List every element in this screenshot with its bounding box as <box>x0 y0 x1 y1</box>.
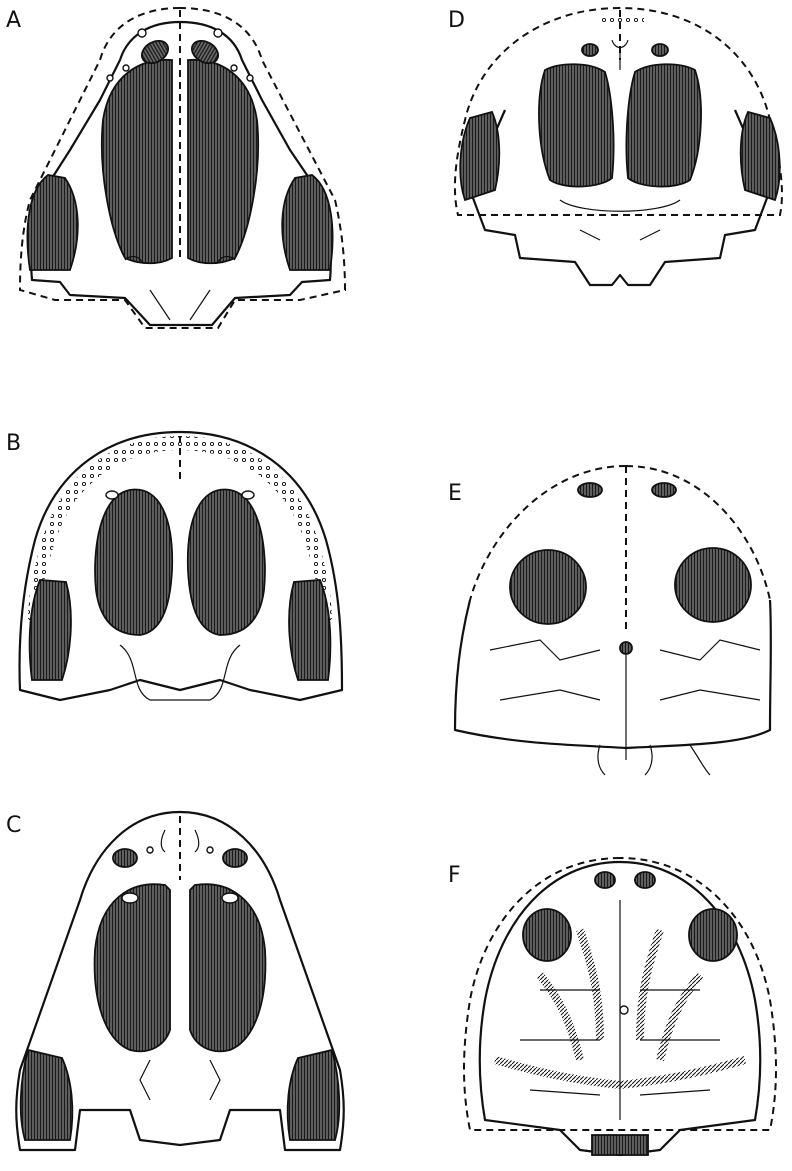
orbit-right <box>689 909 737 961</box>
foramen <box>147 847 153 853</box>
panel-label-e: E <box>448 481 462 506</box>
foramen <box>123 65 129 71</box>
foramen <box>207 847 213 853</box>
temporal-fenestra-left <box>30 580 71 680</box>
orbit-left <box>95 490 172 635</box>
skull-outline <box>470 110 770 285</box>
temporal-fenestra-right <box>741 112 780 200</box>
foramen <box>247 75 253 81</box>
temporal-fenestra-right <box>289 580 330 680</box>
temporal-fenestra-left <box>21 1050 73 1140</box>
pineal-foramen <box>620 1006 628 1014</box>
orbit-right <box>626 64 701 186</box>
naris-right <box>223 849 247 867</box>
orbit-right <box>188 490 265 635</box>
panel-label-b: B <box>6 431 21 456</box>
foramen <box>107 75 113 81</box>
naris-left <box>578 483 602 497</box>
foramen <box>106 491 118 499</box>
orbit-left <box>539 64 614 186</box>
occipital-condyle <box>592 1135 648 1155</box>
orbit-left <box>95 884 170 1051</box>
panel-label-c: C <box>6 813 21 838</box>
naris-right <box>635 872 655 888</box>
orbit-right <box>675 548 751 622</box>
eye-socket-right <box>222 893 238 903</box>
panel-c: C <box>6 812 344 1150</box>
orbit-left <box>510 550 586 624</box>
panel-d: D <box>448 8 782 285</box>
panel-label-a: A <box>6 8 21 33</box>
foramen <box>231 65 237 71</box>
naris-right <box>652 44 668 56</box>
naris-left <box>113 849 137 867</box>
sutures <box>140 1060 220 1100</box>
occipital-lines <box>598 745 710 775</box>
temporal-fenestra-right <box>288 1050 340 1140</box>
panel-b: B <box>6 431 342 700</box>
temporal-fenestra-right <box>282 175 332 270</box>
orbit-right <box>188 60 258 263</box>
skull-outline <box>455 600 771 748</box>
naris-left <box>595 872 615 888</box>
orbit-left <box>102 60 172 263</box>
foramen <box>138 29 146 37</box>
panel-a: A <box>6 8 345 328</box>
skull-outline <box>31 22 331 325</box>
temporal-fenestra-left <box>460 112 499 200</box>
eye-socket-left <box>122 893 138 903</box>
panel-label-d: D <box>448 8 465 33</box>
orbit-right <box>190 884 265 1051</box>
skull-outline-dashed <box>20 8 345 328</box>
panel-label-f: F <box>448 863 461 888</box>
premaxilla-suture <box>612 40 628 70</box>
foramen <box>242 491 254 499</box>
orbit-left <box>523 909 571 961</box>
sensory-pits <box>598 14 644 22</box>
foramen <box>214 29 222 37</box>
sutures <box>560 200 680 240</box>
pineal-foramen <box>620 642 632 654</box>
temporal-fenestra-left <box>27 175 77 270</box>
panel-f: F <box>448 858 776 1155</box>
naris-right <box>652 483 676 497</box>
panel-e: E <box>448 466 771 775</box>
occipital-region <box>120 645 240 700</box>
occipital-lines <box>150 290 210 320</box>
naris-left <box>582 44 598 56</box>
